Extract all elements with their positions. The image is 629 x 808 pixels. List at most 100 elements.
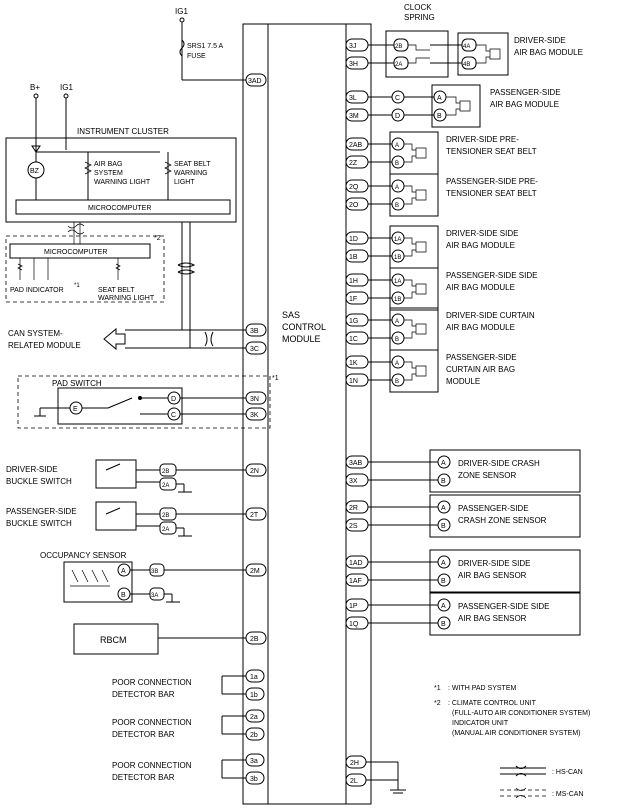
pin-3L: 3L	[349, 95, 357, 102]
component-name-12-0: PASSENGER-SIDE SIDE	[458, 602, 549, 611]
driver-buckle-label-1: DRIVER-SIDE	[6, 465, 58, 474]
component-name-5-1: AIR BAG MODULE	[446, 241, 515, 250]
airbag-light-3: WARNING LIGHT	[94, 179, 151, 186]
climate-seatbelt-2: WARNING LIGHT	[98, 295, 155, 302]
pad-indicator-icon	[17, 263, 23, 271]
fuse-label-1: SRS1 7.5 A	[187, 43, 224, 50]
component-name-12-1: AIR BAG SENSOR	[458, 614, 527, 623]
module-pin-6-0: 1A	[394, 279, 401, 285]
pin-2R: 2R	[349, 505, 358, 512]
component-name-10-0: PASSENGER-SIDE	[458, 504, 529, 513]
pin-1F: 1F	[349, 296, 357, 303]
pin-1G: 1G	[349, 318, 358, 325]
pass-airbag-sub-pin-0: C	[395, 95, 400, 102]
airbag-light-1: AIR BAG	[94, 161, 122, 168]
pin-1AD: 1AD	[349, 560, 363, 567]
pin-2S: 2S	[349, 523, 358, 530]
module-pin-4-0: A	[395, 185, 399, 191]
inflator-icon-5	[404, 237, 427, 257]
hs-can-legend: : HS-CAN	[552, 769, 583, 776]
buzzer-label: BZ	[30, 168, 40, 175]
occupancy-pin-b: B	[121, 592, 126, 599]
pin-1H: 1H	[349, 278, 358, 285]
ground-connection: 2H 2L	[345, 755, 406, 794]
airbag-light-2: SYSTEM	[94, 170, 123, 177]
note-1-text: : WITH PAD SYSTEM	[448, 685, 516, 692]
hs-can-legend-icon	[515, 765, 527, 777]
component-name-3-0: DRIVER-SIDE PRE-	[446, 135, 519, 144]
module-pin-5-1: 1B	[394, 255, 401, 261]
occupancy-conn-a: 3B	[151, 569, 158, 575]
passenger-buckle-switch: PASSENGER-SIDE BUCKLE SWITCH 2B 2A 2T	[6, 501, 267, 537]
component-name-7-0: DRIVER-SIDE CURTAIN	[446, 311, 535, 320]
module-pin-7-1: B	[395, 337, 399, 343]
component-name-5-0: DRIVER-SIDE SIDE	[446, 229, 518, 238]
component-name-6-0: PASSENGER-SIDE SIDE	[446, 271, 537, 280]
module-pin-8-1: B	[395, 379, 399, 385]
module-pin-6-1: 1B	[394, 297, 401, 303]
ig1-top-label: IG1	[175, 7, 188, 16]
component-name-2-1: AIR BAG MODULE	[490, 100, 559, 109]
pin-3K: 3K	[250, 412, 259, 419]
component-name-1-1: AIR BAG MODULE	[514, 48, 583, 57]
pcd3-label-2: DETECTOR BAR	[112, 773, 175, 782]
pin-2AB: 2AB	[349, 142, 363, 149]
pin-3AD: 3AD	[248, 78, 262, 85]
pin-2N: 2N	[250, 468, 259, 475]
pin-2Z: 2Z	[349, 160, 358, 167]
pin-3M: 3M	[349, 113, 359, 120]
occupancy-sensor-elements-icon	[71, 569, 109, 583]
driver-airbag-squib-icon	[476, 44, 501, 64]
poor-connection-detector-1: POOR CONNECTION DETECTOR BAR 1a 1b	[112, 669, 265, 701]
component-name-6-1: AIR BAG MODULE	[446, 283, 515, 292]
component-name-11-1: AIR BAG SENSOR	[458, 571, 527, 580]
right-component-6: 1H 1F 1A 1B PASSENGER-SIDE SIDE AIR BAG MODUL…	[345, 267, 537, 311]
sas-label-3: MODULE	[282, 334, 321, 344]
pin-2M: 2M	[250, 568, 260, 575]
pin-2B: 2B	[250, 636, 259, 643]
pass-airbag-end-pin-0: A	[437, 95, 442, 102]
sensor-pin-12-0: A	[441, 603, 446, 610]
pin-3N: 3N	[250, 396, 259, 403]
module-pin-3-1: B	[395, 161, 399, 167]
component-name-4-1: TENSIONER SEAT BELT	[446, 189, 537, 198]
cluster-title: INSTRUMENT CLUSTER	[77, 127, 169, 136]
pin-3H: 3H	[349, 61, 358, 68]
sensor-box-10	[429, 494, 581, 538]
driver-buckle-pin-b: 2B	[162, 469, 169, 475]
clock-spring-box	[385, 30, 449, 78]
pcd1-pin-bottom: 1b	[250, 692, 258, 699]
passenger-airbag-squib-icon	[446, 96, 471, 116]
inflator-icon-3	[404, 143, 427, 163]
inflator-icon-8	[404, 361, 427, 381]
climate-seatbelt-1: SEAT BELT	[98, 287, 135, 294]
hs-can-branch-twist-icon	[204, 331, 214, 347]
seatbelt-warning-light-icon	[164, 161, 172, 175]
driver-buckle-label-2: BUCKLE SWITCH	[6, 477, 72, 486]
pad-switch-pin-c: C	[171, 412, 176, 419]
inflator-icon-4	[404, 185, 427, 205]
note-1-mark: *1	[434, 685, 441, 692]
b-plus-label: B+	[30, 83, 40, 92]
pcd3-pin-bottom: 3b	[250, 776, 258, 783]
ms-can-legend: : MS-CAN	[552, 791, 584, 798]
occupancy-conn-b: 3A	[151, 593, 158, 599]
component-name-10-1: CRASH ZONE SENSOR	[458, 516, 547, 525]
sensor-pin-12-1: B	[441, 621, 446, 628]
occupancy-sensor: OCCUPANCY SENSOR A B 3B 3A 2M	[40, 551, 267, 603]
pad-switch-pin-e: E	[73, 406, 78, 413]
inflator-icon-7	[404, 319, 427, 339]
sensor-box-9	[429, 449, 581, 493]
pin-1AF: 1AF	[349, 578, 362, 585]
pad-indicator-label: PAD INDICATOR	[10, 287, 64, 294]
ig1-fuse-circuit: IG1 SRS1 7.5 A FUSE 3AD	[175, 7, 267, 87]
seatbelt-light-2: WARNING	[174, 170, 208, 177]
note-2-line-2: (FULL-AUTO AIR CONDITIONER SYSTEM)	[452, 710, 590, 717]
